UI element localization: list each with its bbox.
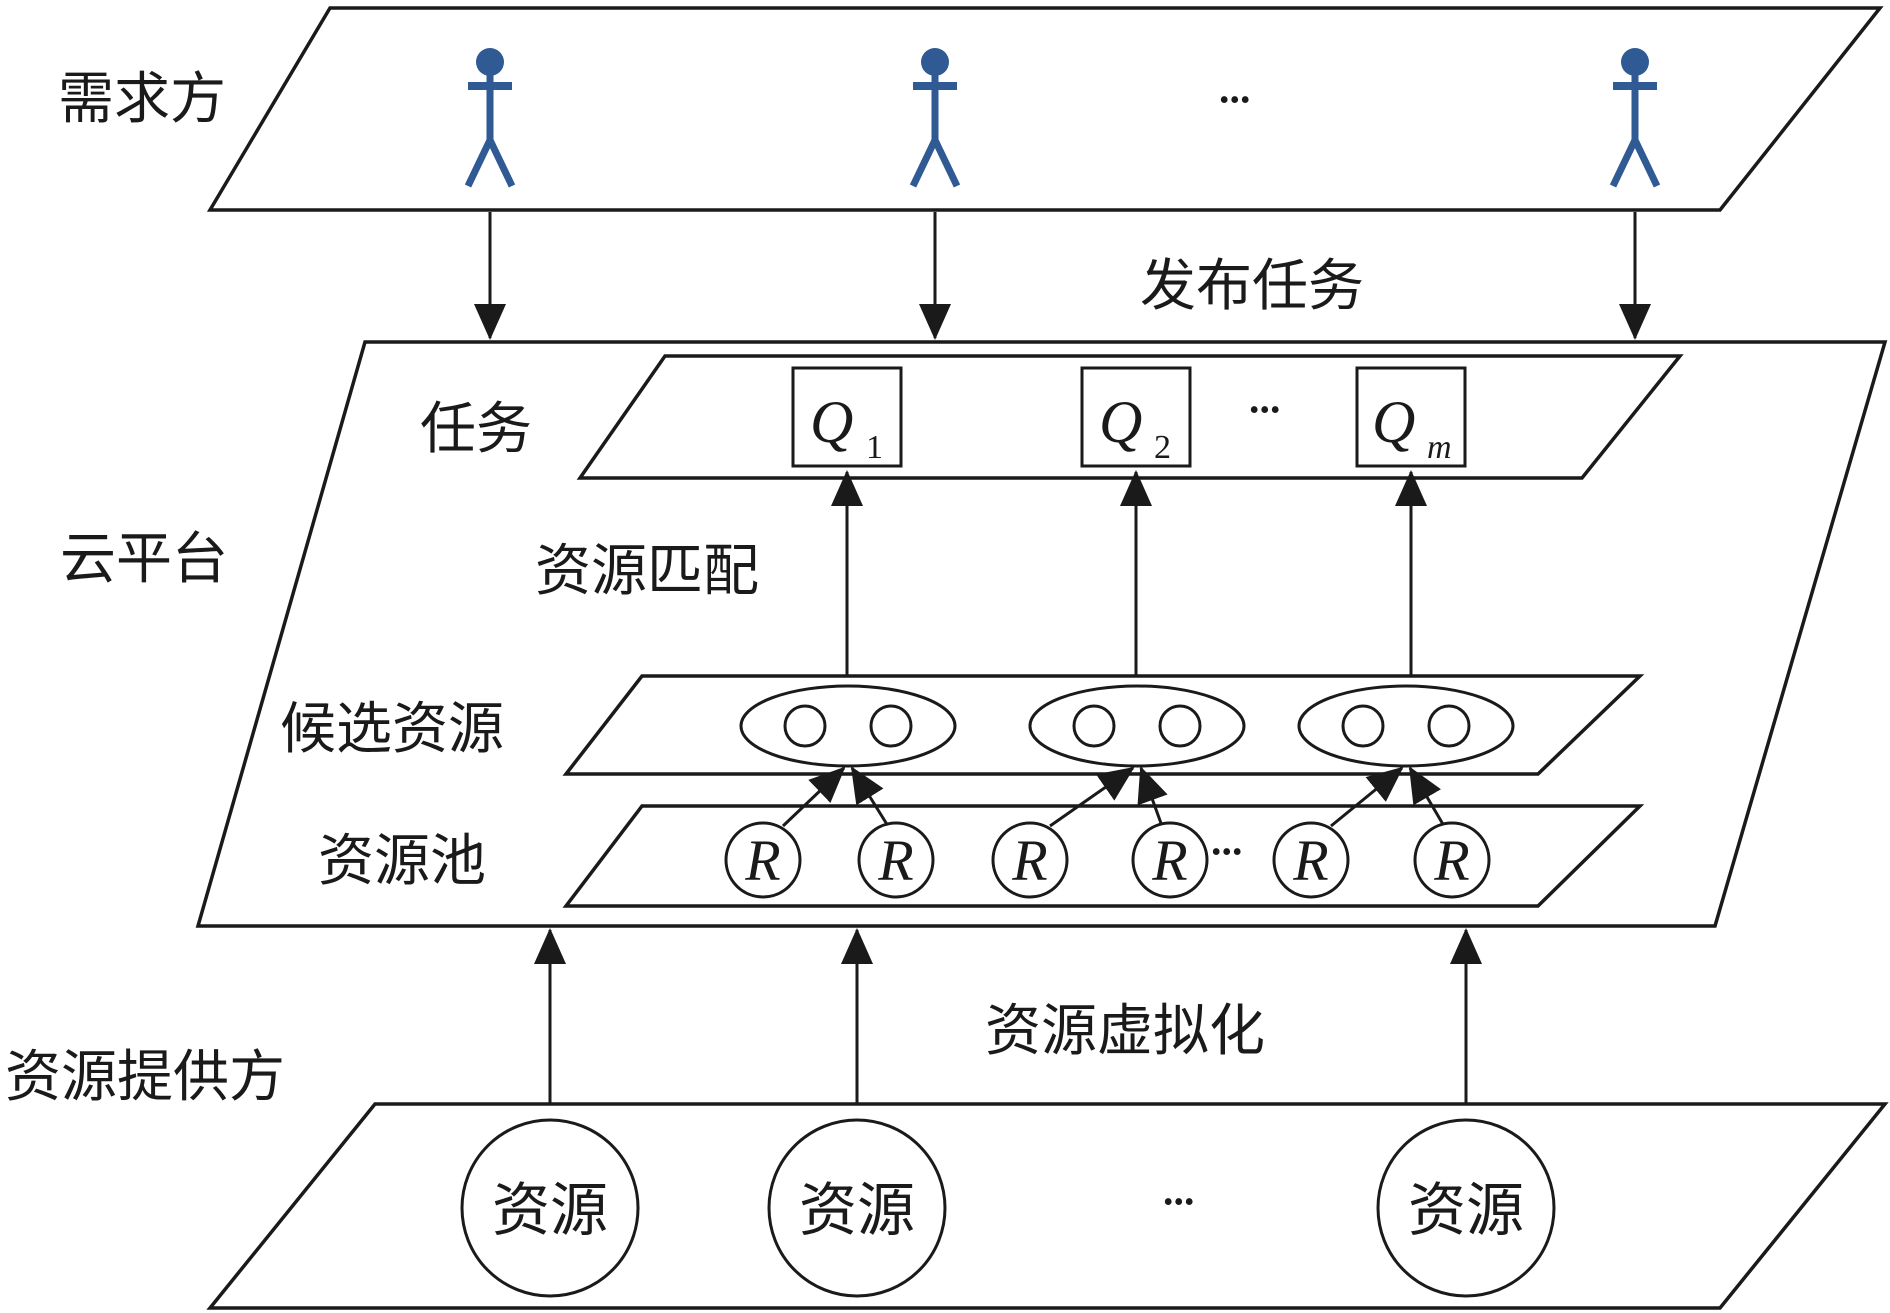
provider-resource-3-label: 资源 bbox=[1408, 1176, 1524, 1244]
pool-link-2 bbox=[850, 766, 890, 827]
publish-label: 发布任务 bbox=[1140, 254, 1364, 319]
cloud-plane bbox=[195, 340, 1888, 928]
pool-resource-3: R bbox=[991, 821, 1069, 899]
circle-icon bbox=[1341, 704, 1385, 748]
task-box-m: Q m bbox=[1355, 366, 1467, 468]
circle-icon bbox=[1158, 704, 1202, 748]
candidate-group-1 bbox=[739, 684, 957, 768]
demand-plane bbox=[206, 6, 1884, 212]
ellipse-icon bbox=[739, 684, 957, 768]
provider-label: 资源提供方 bbox=[5, 1045, 285, 1110]
task-symbol-m: Q bbox=[1372, 389, 1415, 455]
virtualization-label: 资源虚拟化 bbox=[985, 999, 1265, 1064]
provider-resource-2: 资源 bbox=[767, 1118, 947, 1298]
pool-resource-2: R bbox=[857, 821, 935, 899]
pool-link-6 bbox=[1408, 766, 1446, 827]
resource-symbol: R bbox=[877, 828, 913, 893]
resource-symbol: R bbox=[1433, 828, 1469, 893]
pool-link-5 bbox=[1330, 766, 1404, 828]
pool-links bbox=[781, 766, 1446, 828]
pool-plane bbox=[562, 804, 1645, 908]
circle-icon bbox=[1427, 704, 1471, 748]
circle-icon bbox=[1072, 704, 1116, 748]
circle-icon bbox=[869, 704, 913, 748]
person-icon bbox=[1609, 48, 1661, 188]
pool-link-4 bbox=[1137, 766, 1168, 827]
pool-resource-5: R bbox=[1272, 821, 1350, 899]
task-box-1: Q 1 bbox=[791, 366, 903, 468]
matching-label: 资源匹配 bbox=[535, 539, 759, 604]
pool-ellipsis: ··· bbox=[1208, 823, 1241, 883]
pool-resource-4: R bbox=[1131, 821, 1209, 899]
circle-icon bbox=[783, 704, 827, 748]
resource-symbol: R bbox=[1011, 828, 1047, 893]
matching-arrows bbox=[831, 470, 1427, 690]
task-sub-2: 2 bbox=[1154, 429, 1171, 466]
task-symbol-2: Q bbox=[1099, 389, 1142, 455]
pool-label: 资源池 bbox=[318, 829, 486, 894]
pool-resource-1: R bbox=[724, 821, 802, 899]
person-icon bbox=[909, 48, 961, 188]
candidate-group-3 bbox=[1297, 684, 1515, 768]
pool-resource-6: R bbox=[1413, 821, 1491, 899]
task-symbol-1: Q bbox=[810, 389, 853, 455]
candidate-group-2 bbox=[1028, 684, 1246, 768]
resource-symbol: R bbox=[1292, 828, 1328, 893]
demand-label: 需求方 bbox=[58, 67, 226, 132]
candidate-label: 候选资源 bbox=[280, 697, 504, 762]
person-icon bbox=[464, 48, 516, 188]
provider-ellipsis: ··· bbox=[1160, 1173, 1193, 1233]
resource-symbol: R bbox=[744, 828, 780, 893]
pool-link-3 bbox=[1049, 766, 1135, 828]
task-sub-1: 1 bbox=[866, 429, 883, 466]
provider-resource-3: 资源 bbox=[1376, 1118, 1556, 1298]
demand-ellipsis: ··· bbox=[1216, 71, 1249, 131]
cloud-label: 云平台 bbox=[60, 527, 228, 592]
pool-link-1 bbox=[781, 766, 846, 828]
publish-arrows bbox=[474, 212, 1651, 340]
ellipse-icon bbox=[1028, 684, 1246, 768]
task-label: 任务 bbox=[420, 397, 532, 462]
virtualization-arrows bbox=[534, 928, 1482, 1118]
task-sub-m: m bbox=[1427, 429, 1452, 466]
task-ellipsis: ··· bbox=[1246, 381, 1279, 441]
resource-symbol: R bbox=[1151, 828, 1187, 893]
task-box-2: Q 2 bbox=[1080, 366, 1192, 468]
provider-resource-1: 资源 bbox=[460, 1118, 640, 1298]
provider-resource-2-label: 资源 bbox=[799, 1176, 915, 1244]
ellipse-icon bbox=[1297, 684, 1515, 768]
provider-resource-1-label: 资源 bbox=[492, 1176, 608, 1244]
demand-persons bbox=[464, 48, 1661, 188]
candidate-groups bbox=[739, 684, 1515, 768]
